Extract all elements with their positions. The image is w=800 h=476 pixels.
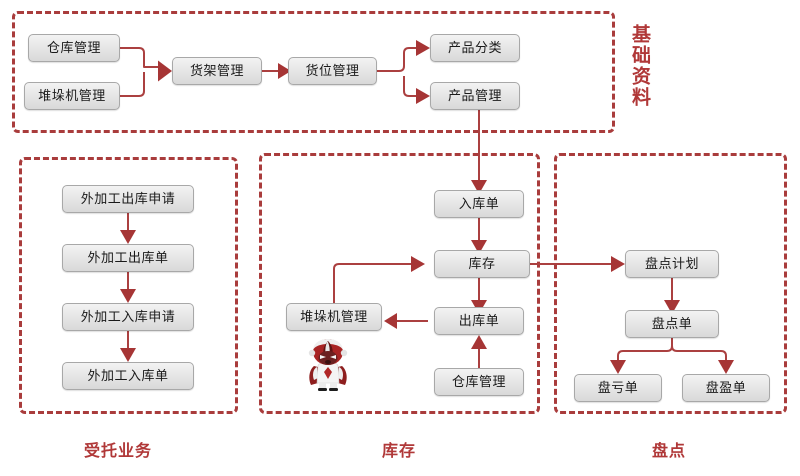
- node-outsourcing-inbound-request[interactable]: 外加工入库申请: [62, 303, 194, 331]
- node-stacker-management-mid[interactable]: 堆垛机管理: [286, 303, 382, 331]
- node-inbound-order[interactable]: 入库单: [434, 190, 524, 218]
- node-rack-management[interactable]: 货架管理: [172, 57, 262, 85]
- group-entrusted-business: [19, 157, 238, 414]
- node-surplus-order[interactable]: 盘盈单: [682, 374, 770, 402]
- node-stock[interactable]: 库存: [434, 250, 530, 278]
- group-basic-data: [12, 11, 615, 133]
- group-stocktaking: [554, 153, 787, 414]
- node-location-management[interactable]: 货位管理: [288, 57, 377, 85]
- node-warehouse-management-mid[interactable]: 仓库管理: [434, 368, 524, 396]
- node-outsourcing-inbound-order[interactable]: 外加工入库单: [62, 362, 194, 390]
- node-shortage-order[interactable]: 盘亏单: [574, 374, 662, 402]
- group-inventory: [259, 153, 540, 414]
- node-stacker-management-top[interactable]: 堆垛机管理: [24, 82, 120, 110]
- node-stocktaking-plan[interactable]: 盘点计划: [625, 250, 719, 278]
- node-outbound-order[interactable]: 出库单: [434, 307, 524, 335]
- group-label-entrusted-business: 受托业务: [84, 441, 153, 460]
- group-label-basic-data: 基础资料: [628, 24, 651, 108]
- node-stocktaking-order[interactable]: 盘点单: [625, 310, 719, 338]
- group-label-inventory: 库存: [382, 441, 417, 460]
- node-product-management[interactable]: 产品管理: [430, 82, 520, 110]
- node-warehouse-management-top[interactable]: 仓库管理: [28, 34, 120, 62]
- node-outsourcing-outbound-request[interactable]: 外加工出库申请: [62, 185, 194, 213]
- node-product-category[interactable]: 产品分类: [430, 34, 520, 62]
- red-superhero-mascot-icon: [308, 339, 348, 391]
- group-label-stocktaking: 盘点: [652, 441, 687, 460]
- node-outsourcing-outbound-order[interactable]: 外加工出库单: [62, 244, 194, 272]
